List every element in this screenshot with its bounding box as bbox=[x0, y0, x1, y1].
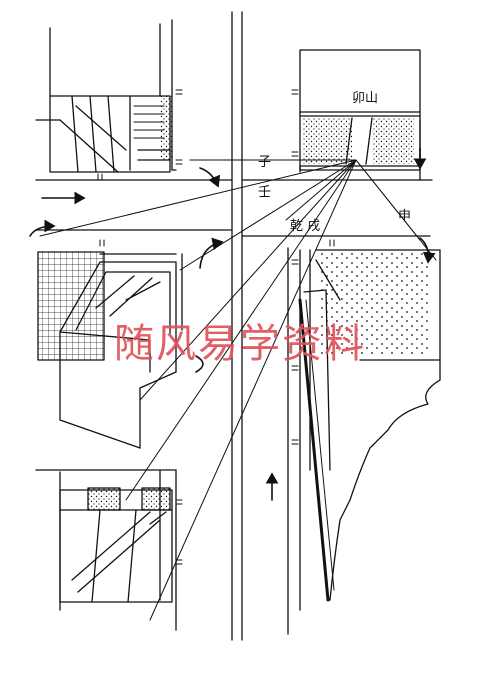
building-right-large bbox=[287, 247, 441, 635]
direction-rays bbox=[39, 159, 437, 621]
tick-marks bbox=[97, 89, 335, 565]
watermark-text: 随风易学资料 bbox=[114, 321, 366, 367]
label-shen: 申 bbox=[398, 209, 412, 224]
central-road bbox=[231, 11, 243, 641]
building-bottom-left bbox=[59, 469, 177, 631]
label-zi: 子 bbox=[258, 155, 272, 170]
label-mao-shan: 卯山 bbox=[352, 91, 379, 106]
label-qian-xu: 乾 戌 bbox=[290, 219, 321, 234]
flow-arrows bbox=[29, 147, 436, 501]
building-middle-left bbox=[37, 251, 183, 449]
building-top-left bbox=[49, 19, 177, 173]
label-ren: 壬 bbox=[258, 185, 272, 200]
building-top-right bbox=[299, 49, 421, 181]
